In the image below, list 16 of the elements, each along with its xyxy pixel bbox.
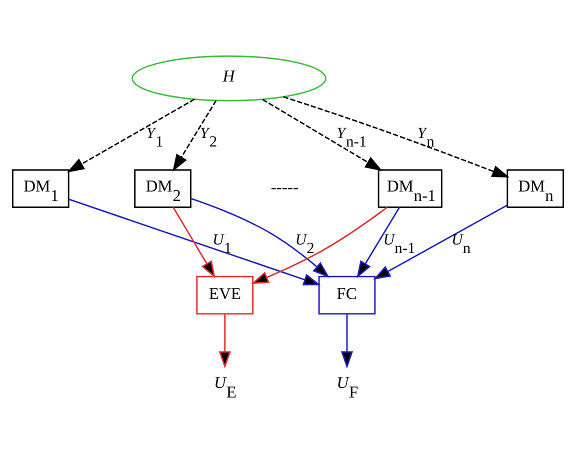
arrow [356, 207, 400, 278]
arrow [262, 98, 382, 172]
arrow [218, 314, 231, 369]
arrow [283, 96, 510, 178]
arrow [190, 198, 330, 278]
label: ----- [270, 178, 298, 197]
arrow [251, 206, 388, 284]
arrow [68, 198, 321, 286]
arrow [373, 204, 508, 280]
arrow [340, 314, 354, 369]
arrow [172, 100, 217, 172]
arrow [172, 207, 216, 278]
node-box: FC [318, 276, 376, 315]
arrow [66, 98, 195, 172]
node-ellipse: H [132, 55, 326, 102]
node-box: EVE [196, 276, 254, 315]
